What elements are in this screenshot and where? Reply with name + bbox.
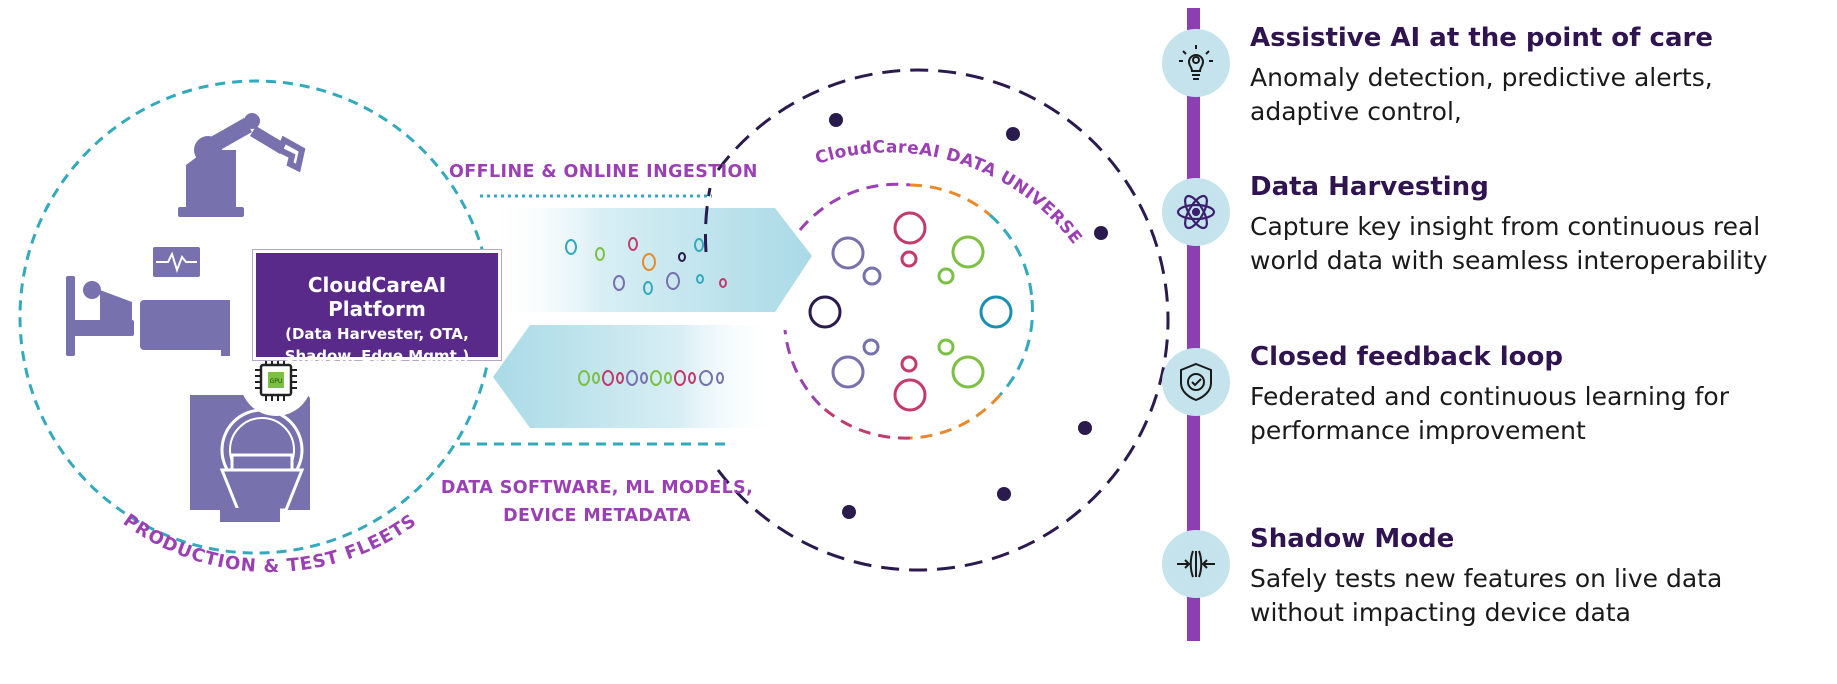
feature-description-line: without impacting device data bbox=[1250, 598, 1631, 627]
data-universe-inner-ring bbox=[783, 182, 1034, 440]
feature-description-line: Federated and continuous learning for bbox=[1250, 382, 1729, 411]
platform-subtitle-line-1: (Data Harvester, OTA, bbox=[285, 325, 469, 343]
ingestion-label: OFFLINE & ONLINE INGESTION bbox=[449, 162, 758, 182]
gpu-chip-icon: GPU bbox=[240, 344, 312, 416]
shield-check-icon bbox=[1162, 348, 1230, 416]
heart-monitor-icon bbox=[153, 247, 200, 277]
feature-description-line: Anomaly detection, predictive alerts, bbox=[1250, 63, 1713, 92]
feature-description-line: performance improvement bbox=[1250, 416, 1586, 445]
ingestion-arrow bbox=[490, 208, 812, 312]
data-universe-ring bbox=[703, 68, 1170, 572]
feature-description-line: Capture key insight from continuous real bbox=[1250, 212, 1761, 241]
platform-subtitle-line-2: Shadow, Edge Mgmt.) bbox=[284, 347, 470, 365]
lightbulb-gear-icon bbox=[1162, 29, 1230, 97]
software-label-line-1: DATA SOFTWARE, ML MODELS, bbox=[440, 478, 754, 498]
mri-scanner-icon bbox=[190, 395, 310, 522]
feature-description: Capture key insight from continuous real… bbox=[1250, 210, 1837, 278]
timeline-bar bbox=[1187, 8, 1200, 641]
hospital-bed-icon bbox=[66, 276, 230, 356]
feature-description: Federated and continuous learning for pe… bbox=[1250, 380, 1837, 448]
feature-description: Anomaly detection, predictive alerts, ad… bbox=[1250, 61, 1837, 129]
feature-title: Data Harvesting bbox=[1250, 172, 1489, 202]
return-arrow bbox=[493, 325, 780, 428]
feature-description: Safely tests new features on live data w… bbox=[1250, 562, 1837, 630]
arrows-converge-icon bbox=[1162, 530, 1230, 598]
feature-description-line: world data with seamless interoperabilit… bbox=[1250, 246, 1768, 275]
data-universe-bubbles bbox=[808, 211, 1013, 412]
feature-description-line: Safely tests new features on live data bbox=[1250, 564, 1723, 593]
atom-icon bbox=[1162, 178, 1230, 246]
feature-title: Shadow Mode bbox=[1250, 524, 1455, 554]
platform-box: CloudCareAI Platform (Data Harvester, OT… bbox=[253, 250, 501, 365]
svg-text:GPU: GPU bbox=[270, 378, 283, 385]
robot-arm-icon bbox=[178, 113, 306, 217]
feature-title: Assistive AI at the point of care bbox=[1250, 23, 1713, 53]
software-label-line-2: DEVICE METADATA bbox=[503, 506, 691, 526]
software-label: DATA SOFTWARE, ML MODELS, DEVICE METADAT… bbox=[432, 474, 762, 530]
platform-title: CloudCareAI Platform bbox=[307, 273, 447, 321]
feature-description-line: adaptive control, bbox=[1250, 97, 1462, 126]
feature-title: Closed feedback loop bbox=[1250, 342, 1563, 372]
